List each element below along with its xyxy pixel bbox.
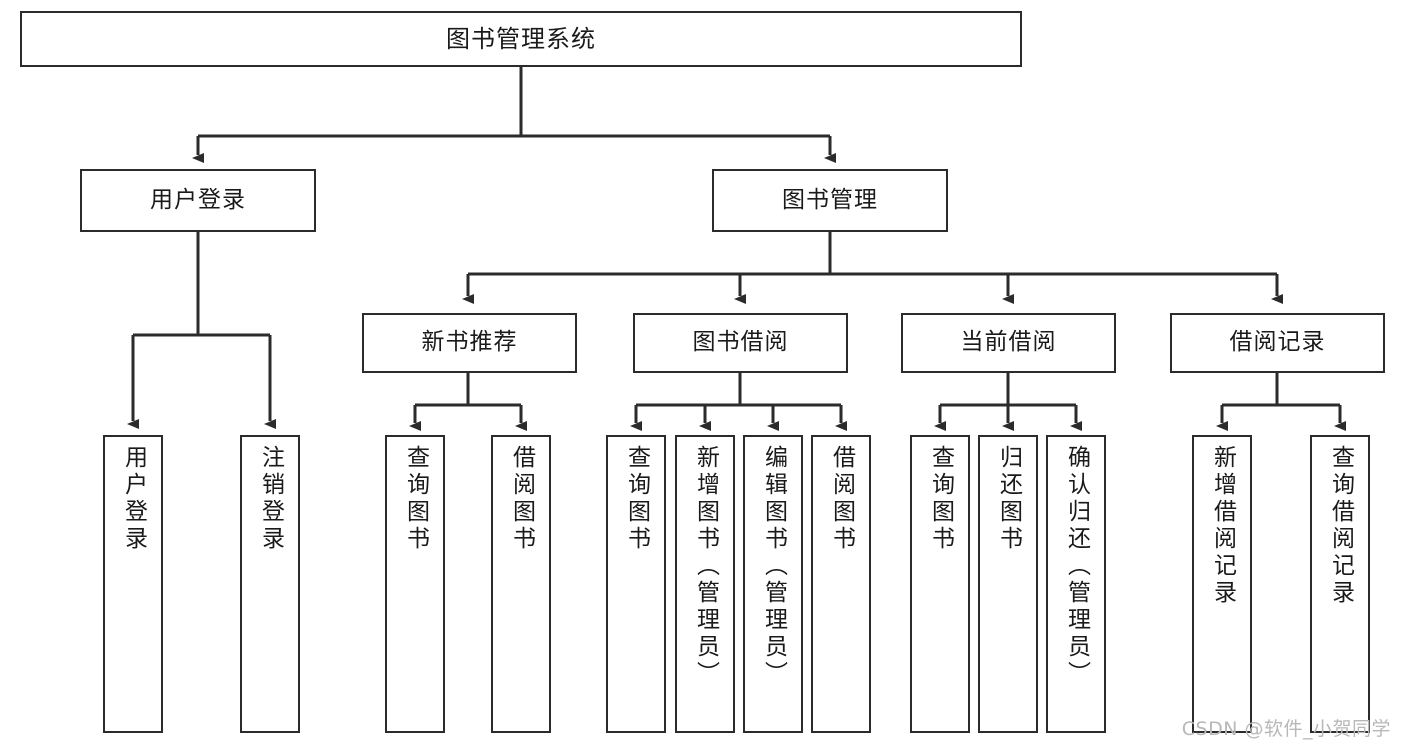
node-root-system[interactable]: 图书管理系统 — [20, 11, 1022, 67]
node-label: 用户登录 — [150, 186, 246, 213]
node-label: 新书推荐 — [421, 329, 518, 356]
node-label: 注销登录 — [257, 445, 284, 553]
node-label: 查询图书 — [927, 445, 954, 553]
node-label: 归还图书 — [995, 445, 1022, 553]
leaf-current-borrow-query[interactable]: 查询图书 — [910, 435, 970, 733]
node-label: 查询图书 — [402, 445, 429, 553]
node-borrow-record[interactable]: 借阅记录 — [1170, 313, 1385, 373]
node-label: 编辑图书（管理员） — [760, 445, 787, 688]
node-label: 新增图书（管理员） — [692, 445, 719, 688]
leaf-new-book-query[interactable]: 查询图书 — [385, 435, 445, 733]
leaf-book-borrow-add[interactable]: 新增图书（管理员） — [675, 435, 735, 733]
node-label: 确认归还（管理员） — [1063, 445, 1090, 688]
node-label: 图书借阅 — [692, 329, 789, 356]
leaf-book-borrow-edit[interactable]: 编辑图书（管理员） — [743, 435, 803, 733]
leaf-book-borrow-query[interactable]: 查询图书 — [606, 435, 666, 733]
node-label: 查询图书 — [623, 445, 650, 553]
leaf-user-login-logout[interactable]: 注销登录 — [240, 435, 300, 733]
leaf-user-login-login[interactable]: 用户登录 — [103, 435, 163, 733]
node-label: 当前借阅 — [960, 329, 1057, 356]
node-label: 用户登录 — [120, 445, 147, 553]
node-label: 查询借阅记录 — [1327, 445, 1354, 607]
leaf-new-book-borrow[interactable]: 借阅图书 — [491, 435, 551, 733]
node-user-login[interactable]: 用户登录 — [80, 169, 316, 232]
node-label: 借阅图书 — [828, 445, 855, 553]
node-new-book-recommend[interactable]: 新书推荐 — [362, 313, 577, 373]
leaf-borrow-record-query[interactable]: 查询借阅记录 — [1310, 435, 1370, 733]
leaf-borrow-record-add[interactable]: 新增借阅记录 — [1192, 435, 1252, 733]
leaf-book-borrow-borrow[interactable]: 借阅图书 — [811, 435, 871, 733]
node-current-borrow[interactable]: 当前借阅 — [901, 313, 1116, 373]
leaf-current-borrow-return[interactable]: 归还图书 — [978, 435, 1038, 733]
node-book-borrow[interactable]: 图书借阅 — [633, 313, 848, 373]
leaf-current-borrow-confirm-return[interactable]: 确认归还（管理员） — [1046, 435, 1106, 733]
node-label: 图书管理系统 — [446, 24, 596, 53]
node-label: 图书管理 — [782, 186, 878, 213]
node-book-management[interactable]: 图书管理 — [712, 169, 948, 232]
node-label: 新增借阅记录 — [1209, 445, 1236, 607]
node-label: 借阅记录 — [1229, 329, 1326, 356]
node-label: 借阅图书 — [508, 445, 535, 553]
